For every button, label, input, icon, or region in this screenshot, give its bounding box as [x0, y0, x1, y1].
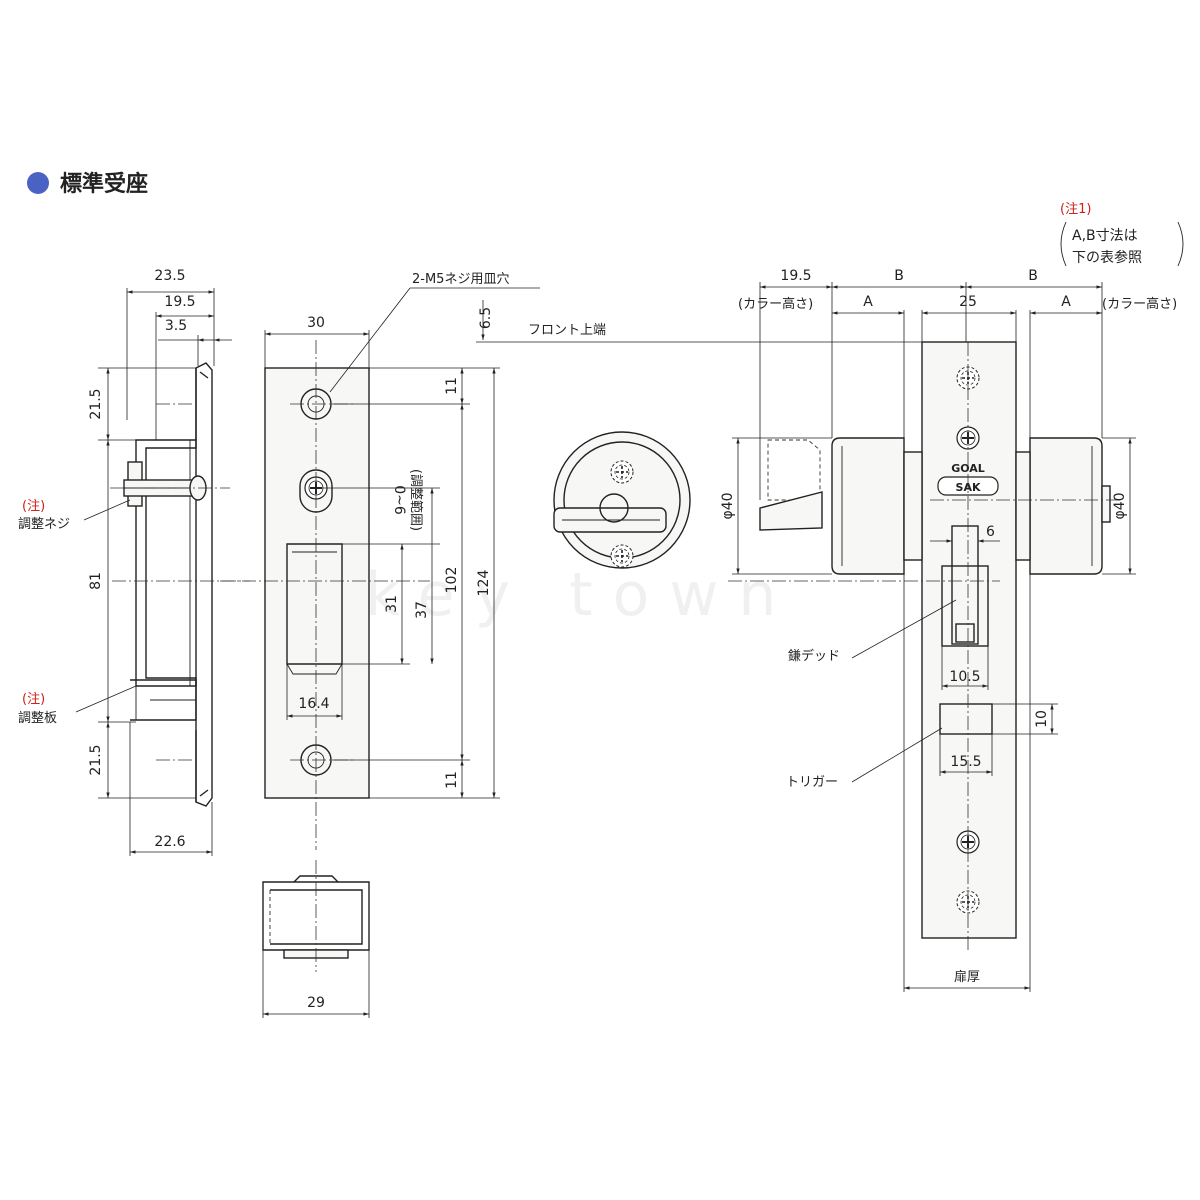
- dim-strike-102: 102: [444, 567, 460, 594]
- dim-strike-29: 29: [307, 995, 325, 1011]
- dim-strike-16-4: 16.4: [298, 696, 329, 712]
- dim-lock-b-right: B: [1028, 268, 1038, 284]
- side-section-view: 23.5 19.5 3.5 21.5 81 21.5 22.6 (注) 調整ネジ…: [18, 268, 250, 856]
- watermark: key town: [292, 560, 776, 630]
- dim-side-3-5: 3.5: [165, 318, 187, 334]
- dim-lock-b-left: B: [894, 268, 904, 284]
- note-ab-reference: (注1) A,B寸法は 下の表参照: [1060, 202, 1184, 267]
- dim-lock-6: 6: [986, 524, 995, 540]
- dim-strike-6-5: 6.5: [478, 307, 494, 329]
- dim-side-22-6: 22.6: [154, 834, 185, 850]
- dim-lock-a-left: A: [863, 294, 873, 310]
- front-top-label: フロント上端: [528, 323, 606, 338]
- deadbolt-label: 鎌デッド: [788, 648, 840, 664]
- note1-line2: 下の表参照: [1072, 249, 1142, 266]
- adjust-plate-note-mark: (注): [22, 692, 45, 707]
- dim-side-81: 81: [88, 572, 104, 590]
- dim-lock-25: 25: [959, 294, 977, 310]
- title-text: 標準受座: [60, 171, 148, 197]
- note1-line1: A,B寸法は: [1072, 228, 1138, 244]
- dim-side-21-5-top: 21.5: [88, 388, 104, 419]
- adjust-screw-label: 調整ネジ: [18, 517, 70, 532]
- dim-strike-11-bot: 11: [444, 771, 460, 789]
- adjust-plate-label: 調整板: [18, 711, 57, 726]
- logo-goal: GOAL: [951, 462, 985, 475]
- dim-strike-124: 124: [476, 570, 492, 597]
- dim-lock-phi40-left: φ40: [720, 492, 736, 519]
- dim-lock-a-right: A: [1061, 294, 1071, 310]
- dim-strike-37: 37: [414, 601, 430, 619]
- adjust-screw-note-mark: (注): [22, 499, 45, 514]
- hole-label: 2-M5ネジ用皿穴: [412, 272, 509, 287]
- note1-mark: (注1): [1060, 202, 1091, 217]
- lock-body-view: GOAL SAK 19.5 B B A 25: [720, 268, 1177, 992]
- dim-side-21-5-bot: 21.5: [88, 744, 104, 775]
- dim-strike-11-top: 11: [444, 377, 460, 395]
- dim-lock-10-5: 10.5: [949, 669, 980, 685]
- dim-lock-19-5: 19.5: [780, 268, 811, 284]
- collar-height-right: (カラー高さ): [1102, 296, 1177, 312]
- bullet-icon: [27, 172, 49, 194]
- dim-strike-31: 31: [384, 595, 400, 613]
- dim-side-19-5: 19.5: [164, 294, 195, 310]
- range-value: 0~6: [391, 485, 407, 515]
- strike-bottom-view: 29: [262, 860, 370, 1018]
- dim-strike-30: 30: [307, 315, 325, 331]
- thumbturn-view: [553, 431, 691, 569]
- door-thickness-label: 扉厚: [954, 969, 980, 985]
- trigger-label: トリガー: [786, 775, 838, 790]
- dim-lock-phi40-right: φ40: [1112, 492, 1128, 519]
- dim-lock-10: 10: [1034, 710, 1050, 728]
- dim-lock-15-5: 15.5: [950, 754, 981, 770]
- collar-height-left: (カラー高さ): [738, 296, 813, 312]
- range-note: (調整範囲): [408, 469, 423, 531]
- strike-front-view: 30 2-M5ネジ用皿穴 6.5 フロント上端 11 102 11 124 37…: [220, 272, 930, 850]
- dim-side-23-5: 23.5: [154, 268, 185, 284]
- section-title: 標準受座: [27, 171, 148, 197]
